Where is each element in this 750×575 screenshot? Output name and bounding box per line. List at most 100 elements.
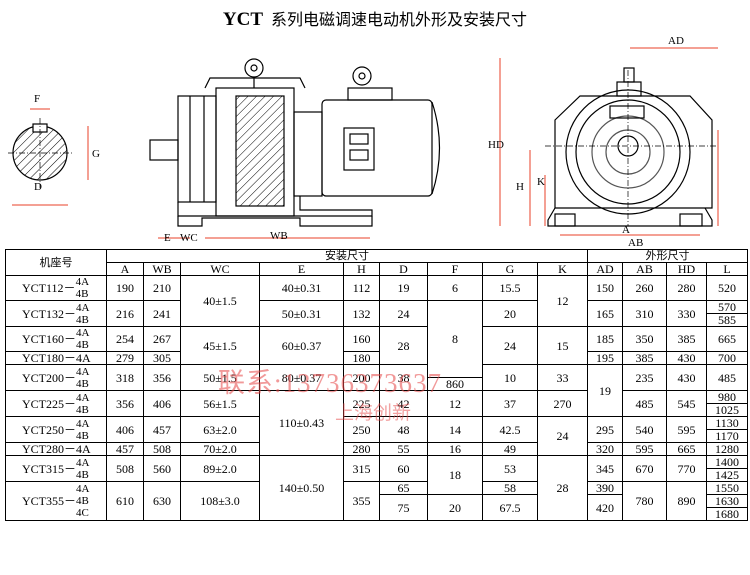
- table-cell: 89±2.0: [180, 455, 260, 482]
- table-cell: 150: [587, 275, 623, 301]
- table-cell: 270: [537, 390, 588, 417]
- table-cell: 279: [106, 351, 144, 365]
- table-cell: 14: [427, 416, 483, 443]
- table-cell: 210: [143, 275, 181, 301]
- table-cell: 1550: [706, 481, 748, 495]
- table-cell: 60: [379, 455, 428, 482]
- table-cell: 60±0.37: [259, 326, 344, 365]
- table-cell: 20: [482, 300, 538, 327]
- table-cell: 140±0.50: [259, 455, 344, 521]
- table-cell: 1025: [706, 403, 748, 417]
- col-K: K: [537, 262, 588, 276]
- table-cell: 10: [482, 364, 538, 391]
- table-cell: 1170: [706, 429, 748, 443]
- table-cell: 485: [706, 364, 748, 391]
- table-cell: 280: [666, 275, 707, 301]
- header-outline: 外形尺寸: [587, 249, 748, 263]
- table-cell: 570: [706, 300, 748, 314]
- table-cell: 585: [706, 313, 748, 327]
- label-E: E: [164, 232, 171, 244]
- table-cell: 33: [537, 364, 588, 391]
- header-install: 安装尺寸: [106, 249, 588, 263]
- col-A: A: [106, 262, 144, 276]
- table-cell: 385: [666, 326, 707, 352]
- table-cell: 457: [106, 442, 144, 456]
- table-cell: 165: [587, 300, 623, 327]
- table-cell: 980: [706, 390, 748, 404]
- table-cell: 1130: [706, 416, 748, 430]
- header-model: 机座号: [5, 249, 107, 276]
- table-cell: 50±0.31: [259, 300, 344, 327]
- table-cell: 24: [379, 300, 428, 327]
- table-cell: 305: [143, 351, 181, 365]
- table-cell: 70±2.0: [180, 442, 260, 456]
- table-cell: 280: [343, 442, 380, 456]
- table-cell: 235: [622, 364, 667, 391]
- table-cell: 49: [482, 442, 538, 456]
- table-cell: 37: [482, 390, 538, 417]
- table-cell: 315: [343, 455, 380, 482]
- table-cell: 19: [379, 275, 428, 301]
- table-cell: 58: [482, 481, 538, 495]
- table-cell: 700: [706, 351, 748, 365]
- motor-drawing: F G D E WC WB AD HD H K A AB: [8, 35, 719, 248]
- table-cell: 310: [622, 300, 667, 327]
- label-A: A: [622, 224, 630, 236]
- table-cell: 406: [106, 416, 144, 443]
- table-cell: 28: [537, 455, 588, 521]
- dimension-table: 机座号 安装尺寸 外形尺寸 A WB WC E H D F G K AD AB …: [5, 249, 748, 521]
- table-cell: 1280: [706, 442, 748, 456]
- label-HD: HD: [488, 139, 504, 151]
- table-cell: 24: [482, 326, 538, 365]
- model-yct280: YCT280－4A: [5, 442, 107, 456]
- table-cell: 1630: [706, 494, 748, 508]
- table-cell: 406: [143, 390, 181, 417]
- col-WC: WC: [180, 262, 260, 276]
- table-cell: 430: [666, 351, 707, 365]
- table-cell: 318: [106, 364, 144, 391]
- table-cell: 110±0.43: [259, 390, 344, 456]
- table-cell: 75: [379, 494, 428, 521]
- table-cell: 108±3.0: [180, 481, 260, 521]
- col-H: H: [343, 262, 380, 276]
- table-cell: 200: [343, 364, 380, 391]
- table-cell: 28: [379, 326, 428, 365]
- table-cell: 12: [537, 275, 588, 327]
- table-cell: 485: [622, 390, 667, 417]
- col-HD: HD: [666, 262, 707, 276]
- table-cell: 65: [379, 481, 428, 495]
- table-cell: 595: [622, 442, 667, 456]
- table-cell: 457: [143, 416, 181, 443]
- motor-side-view: [149, 58, 441, 227]
- table-cell: 12: [427, 390, 483, 417]
- table-cell: 254: [106, 326, 144, 352]
- table-cell: 160: [343, 326, 380, 352]
- table-cell: 15: [537, 326, 588, 365]
- label-AB: AB: [628, 237, 643, 248]
- col-D: D: [379, 262, 428, 276]
- table-cell: 195: [587, 351, 623, 365]
- table-cell: 6: [427, 275, 483, 301]
- table-cell: 345: [587, 455, 623, 482]
- table-cell: 42: [379, 390, 428, 417]
- model-yct180: YCT180－4A: [5, 351, 107, 365]
- table-cell: 356: [143, 364, 181, 391]
- table-cell: 508: [143, 442, 181, 456]
- shaft-section: [8, 118, 72, 188]
- table-cell: 190: [106, 275, 144, 301]
- table-cell: 430: [666, 364, 707, 391]
- label-WC: WC: [180, 232, 198, 244]
- table-cell: 241: [143, 300, 181, 327]
- col-F: F: [427, 262, 483, 276]
- label-H: H: [516, 181, 524, 193]
- col-E: E: [259, 262, 344, 276]
- col-AB: AB: [622, 262, 667, 276]
- table-cell: 665: [666, 442, 707, 456]
